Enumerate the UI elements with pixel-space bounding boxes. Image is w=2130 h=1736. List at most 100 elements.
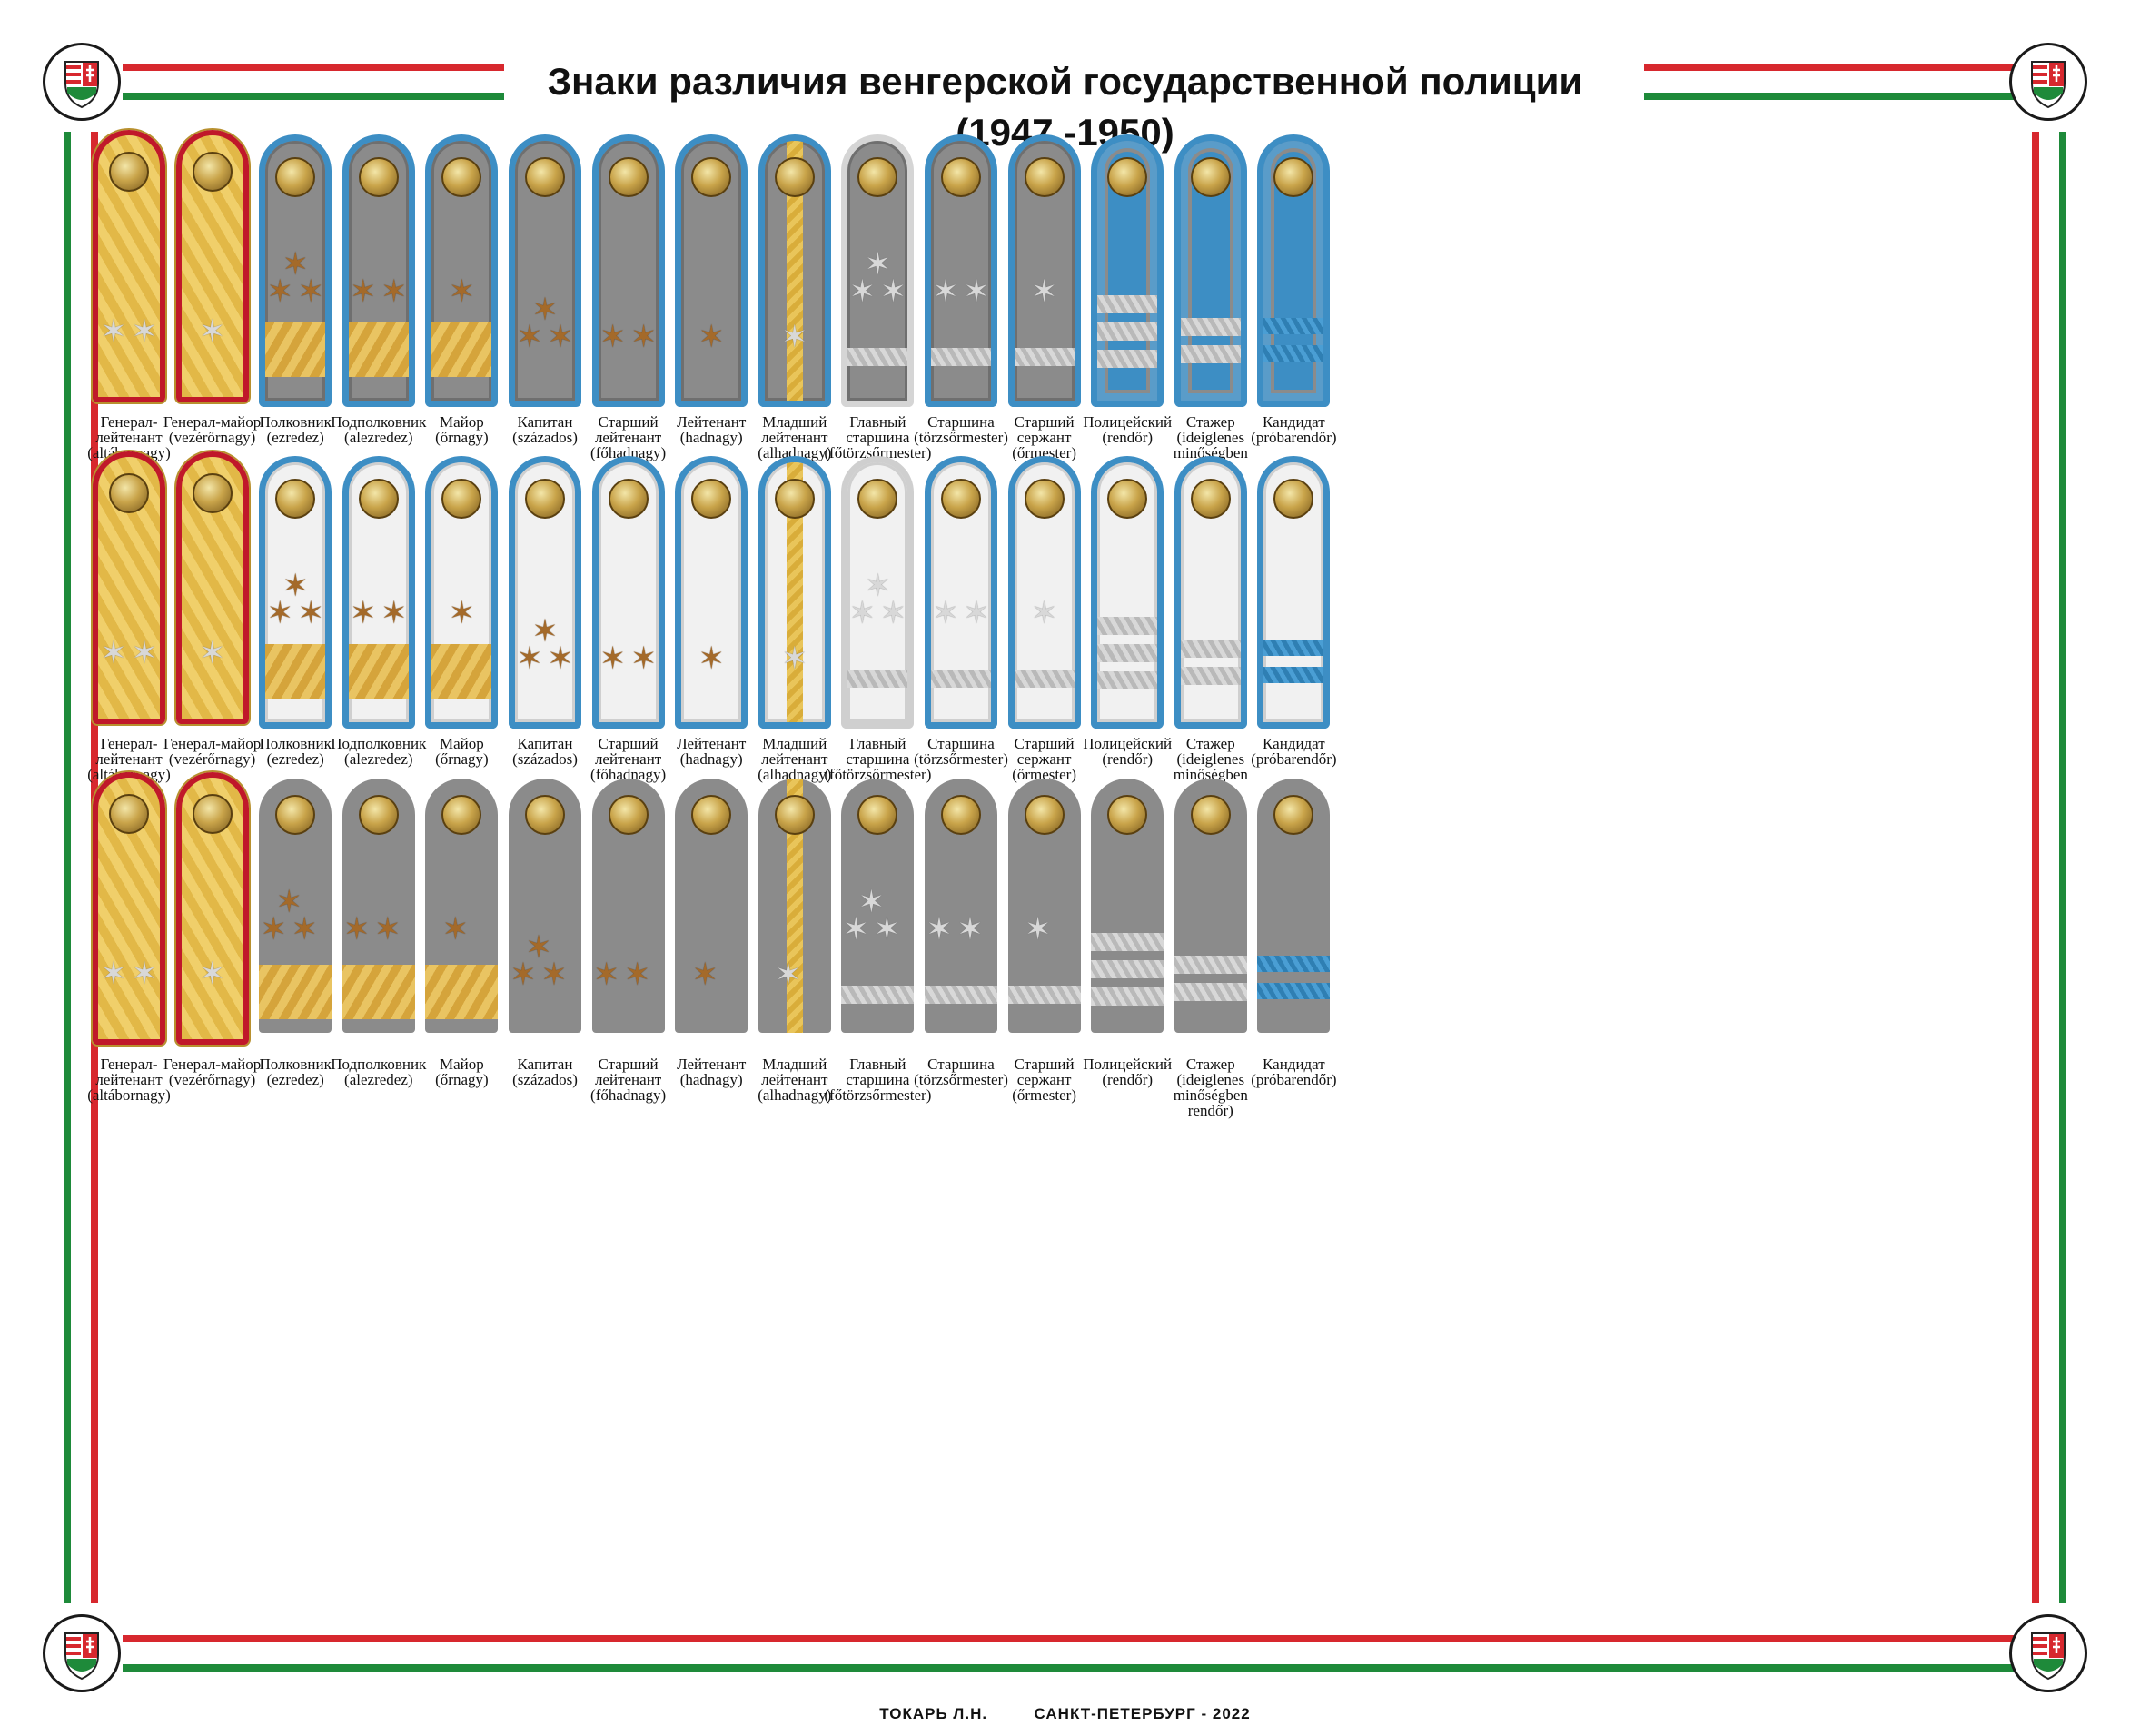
rank-star-icon: ✶	[963, 275, 990, 309]
shoulder-board: ✶✶✶	[509, 134, 581, 407]
rank-star-icon: ✶	[297, 597, 324, 630]
rank-russian-name: Стажер	[1185, 735, 1235, 752]
rank-hungarian-name: (őrnagy)	[435, 750, 489, 768]
rank-russian-name: Главный	[849, 735, 906, 752]
silver-galloon-bar	[1180, 640, 1241, 658]
rank-star-icon: ✶	[932, 597, 959, 630]
rank-russian-name: Младший	[762, 413, 827, 431]
rank-hungarian-name: (százados)	[512, 1071, 578, 1088]
rank-star-icon: ✶	[843, 913, 869, 947]
rank-star-icon: ✶	[874, 913, 900, 947]
gold-center-stripe	[786, 141, 803, 401]
gold-galloon-bar	[265, 322, 326, 377]
button-emblem-icon	[857, 157, 898, 197]
rank-russian-name: Старший	[1014, 413, 1075, 431]
rank-label: Полицейский(rendőr)	[1069, 414, 1185, 445]
button-emblem-icon	[1190, 157, 1231, 197]
button-emblem-icon	[275, 157, 316, 197]
blue-galloon-bar	[1263, 667, 1324, 683]
rank-russian-name: Подполковник	[331, 735, 427, 752]
rank-russian-name: Подполковник	[331, 1056, 427, 1073]
gold-galloon-bar	[348, 322, 409, 377]
shoulder-board: ✶✶	[591, 456, 665, 729]
rank-russian-name: Кандидат	[1263, 735, 1325, 752]
silver-galloon-bar	[1180, 318, 1241, 336]
shoulder-board: ✶✶	[93, 130, 165, 402]
gold-galloon-bar	[431, 322, 492, 377]
coat-of-arms-icon	[43, 1614, 121, 1692]
frame-right-red	[2032, 132, 2039, 1603]
button-emblem-icon	[441, 795, 482, 835]
shoulder-board: ✶	[758, 134, 831, 407]
rank-star-icon: ✶	[865, 570, 891, 603]
shoulder-board: ✶✶✶	[841, 779, 915, 1033]
silver-galloon-bar	[847, 348, 908, 366]
rank-russian-name: Старшина	[927, 413, 995, 431]
frame-top-red	[123, 64, 504, 71]
gold-center-stripe	[786, 462, 803, 722]
rank-russian-name: лейтенант	[594, 429, 662, 446]
silver-galloon-bar	[931, 348, 991, 366]
button-emblem-icon	[441, 479, 482, 519]
rank-hungarian-name: (vezérőrnagy)	[168, 750, 256, 768]
frame-top-green	[123, 93, 504, 100]
rank-russian-name: Младший	[762, 1056, 827, 1073]
gold-galloon-bar	[265, 644, 326, 699]
footer: ТОКАРЬ Л.Н. САНКТ-ПЕТЕРБУРГ - 2022	[0, 1705, 2130, 1723]
button-emblem-icon	[857, 479, 898, 519]
shoulder-board: ✶	[758, 779, 831, 1033]
rank-label: Кандидат(próbarendőr)	[1235, 414, 1352, 445]
silver-galloon-bar	[1014, 348, 1075, 366]
shoulder-board	[1091, 134, 1164, 407]
rank-hungarian-name: (alezredez)	[344, 429, 413, 446]
rank-star-icon: ✶	[849, 597, 876, 630]
footer-place-year: САНКТ-ПЕТЕРБУРГ - 2022	[1034, 1705, 1251, 1722]
rank-label: Генерал-майор(vezérőrnagy)	[154, 414, 271, 445]
rank-hungarian-name: (rendőr)	[1102, 750, 1154, 768]
rank-label: Кандидат(próbarendőr)	[1235, 1056, 1352, 1087]
rank-label: Генерал-лейтенант(altábornagy)	[71, 1056, 187, 1103]
rank-star-icon: ✶	[374, 913, 401, 947]
rank-russian-name: лейтенант	[95, 429, 163, 446]
rank-star-icon: ✶	[858, 886, 885, 919]
rank-hungarian-name: (őrmester)	[1012, 444, 1076, 461]
rank-russian-name: Полковник	[259, 1056, 332, 1073]
button-emblem-icon	[192, 473, 233, 513]
rank-star-icon: ✶	[599, 642, 626, 676]
rank-label: Полицейский(rendőr)	[1069, 736, 1185, 767]
rank-russian-name: Старшина	[927, 735, 995, 752]
rank-russian-name: Полковник	[259, 413, 332, 431]
frame-top-red-right	[1644, 64, 2026, 71]
rank-hungarian-name: (ezredez)	[266, 750, 324, 768]
button-emblem-icon	[1190, 795, 1231, 835]
shoulder-board	[1174, 134, 1247, 407]
rank-star-icon: ✶	[510, 958, 537, 992]
blue-galloon-bar	[1263, 318, 1324, 334]
coat-of-arms-icon	[2009, 1614, 2087, 1692]
rank-star-icon: ✶	[525, 931, 552, 965]
rank-russian-name: лейтенант	[761, 429, 828, 446]
silver-galloon-bar	[931, 670, 991, 688]
shoulder-board: ✶✶	[93, 772, 165, 1045]
shoulder-board: ✶	[175, 130, 249, 402]
shoulder-board: ✶✶	[342, 134, 415, 407]
silver-galloon-bar	[1180, 667, 1241, 685]
rank-label: Старшина(törzsőrmester)	[903, 414, 1019, 445]
rank-russian-name: Лейтенант	[677, 735, 747, 752]
rank-russian-name: Старшина	[927, 1056, 995, 1073]
rank-russian-name: Полицейский	[1083, 1056, 1173, 1073]
gold-galloon-bar	[425, 965, 499, 1019]
frame-bottom-red	[123, 1635, 2026, 1642]
button-emblem-icon	[1273, 795, 1314, 835]
rank-russian-name: Полицейский	[1083, 413, 1173, 431]
rank-label: Подполковник(alezredez)	[321, 1056, 437, 1087]
silver-galloon-bar	[847, 670, 908, 688]
silver-galloon-bar	[1091, 987, 1164, 1006]
button-emblem-icon	[1273, 157, 1314, 197]
rank-star-icon: ✶	[540, 958, 568, 992]
shoulder-board: ✶✶✶	[841, 134, 915, 407]
shoulder-board: ✶	[425, 456, 499, 729]
